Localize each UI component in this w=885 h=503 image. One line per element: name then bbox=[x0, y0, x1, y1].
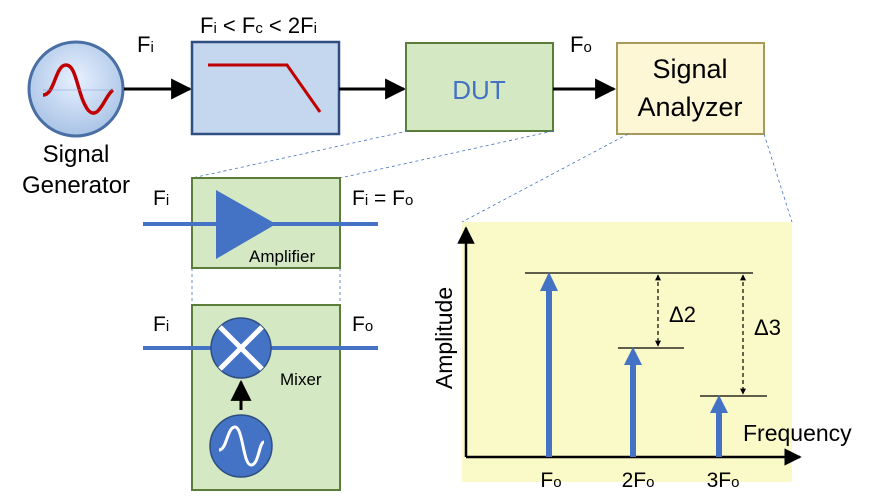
tick-label-2fo: 2Fo bbox=[622, 469, 655, 492]
spectral-arrowhead-2fo bbox=[624, 347, 642, 365]
delta3-label: Δ3 bbox=[754, 315, 781, 340]
output-freq-label: Fo bbox=[570, 32, 592, 57]
signal-generator-label-1: Signal bbox=[43, 141, 110, 168]
spectral-line-2fo bbox=[630, 362, 636, 457]
spectral-line-fo bbox=[546, 288, 552, 457]
local-oscillator-icon bbox=[209, 414, 273, 478]
mixer-output-label: Fo bbox=[352, 313, 373, 336]
filter-condition: Fi < Fc < 2Fi bbox=[200, 13, 317, 38]
spectrum-panel bbox=[462, 222, 792, 482]
spectral-arrowhead-3fo bbox=[710, 395, 728, 413]
mixer-label: Mixer bbox=[280, 370, 322, 389]
delta2-label: Δ2 bbox=[669, 302, 696, 327]
signal-analyzer-label-1: Signal bbox=[652, 54, 727, 84]
tick-label-3fo: 3Fo bbox=[707, 469, 740, 492]
lowpass-response-icon bbox=[208, 63, 322, 113]
zoom-lines bbox=[191, 130, 793, 305]
amplifier-input-label: Fi bbox=[153, 187, 169, 210]
spectral-line-3fo bbox=[716, 410, 722, 457]
signal-generator bbox=[27, 40, 125, 138]
amplifier-output-label: Fi = Fo bbox=[352, 187, 413, 210]
input-freq-label: Fi bbox=[137, 32, 154, 57]
spectrum-ylabel: Amplitude bbox=[431, 287, 457, 389]
spectrum-xlabel: Frequency bbox=[743, 420, 852, 446]
spectral-arrowhead-fo bbox=[540, 272, 558, 291]
sine-wave-icon bbox=[42, 63, 115, 115]
amplifier-triangle-icon bbox=[216, 190, 276, 259]
mixer-input-label: Fi bbox=[153, 313, 169, 336]
signal-generator-label-2: Generator bbox=[22, 172, 130, 199]
dut-label: DUT bbox=[452, 75, 506, 105]
spectral-lines bbox=[540, 272, 728, 457]
tick-label-fo: Fo bbox=[540, 469, 561, 492]
signal-analyzer-box bbox=[616, 42, 765, 135]
amplifier-label: Amplifier bbox=[249, 247, 315, 266]
signal-analyzer-label-2: Analyzer bbox=[637, 92, 742, 122]
dut-box bbox=[405, 42, 554, 132]
mixer-cross-icon bbox=[210, 317, 272, 379]
filter-box bbox=[190, 40, 341, 136]
